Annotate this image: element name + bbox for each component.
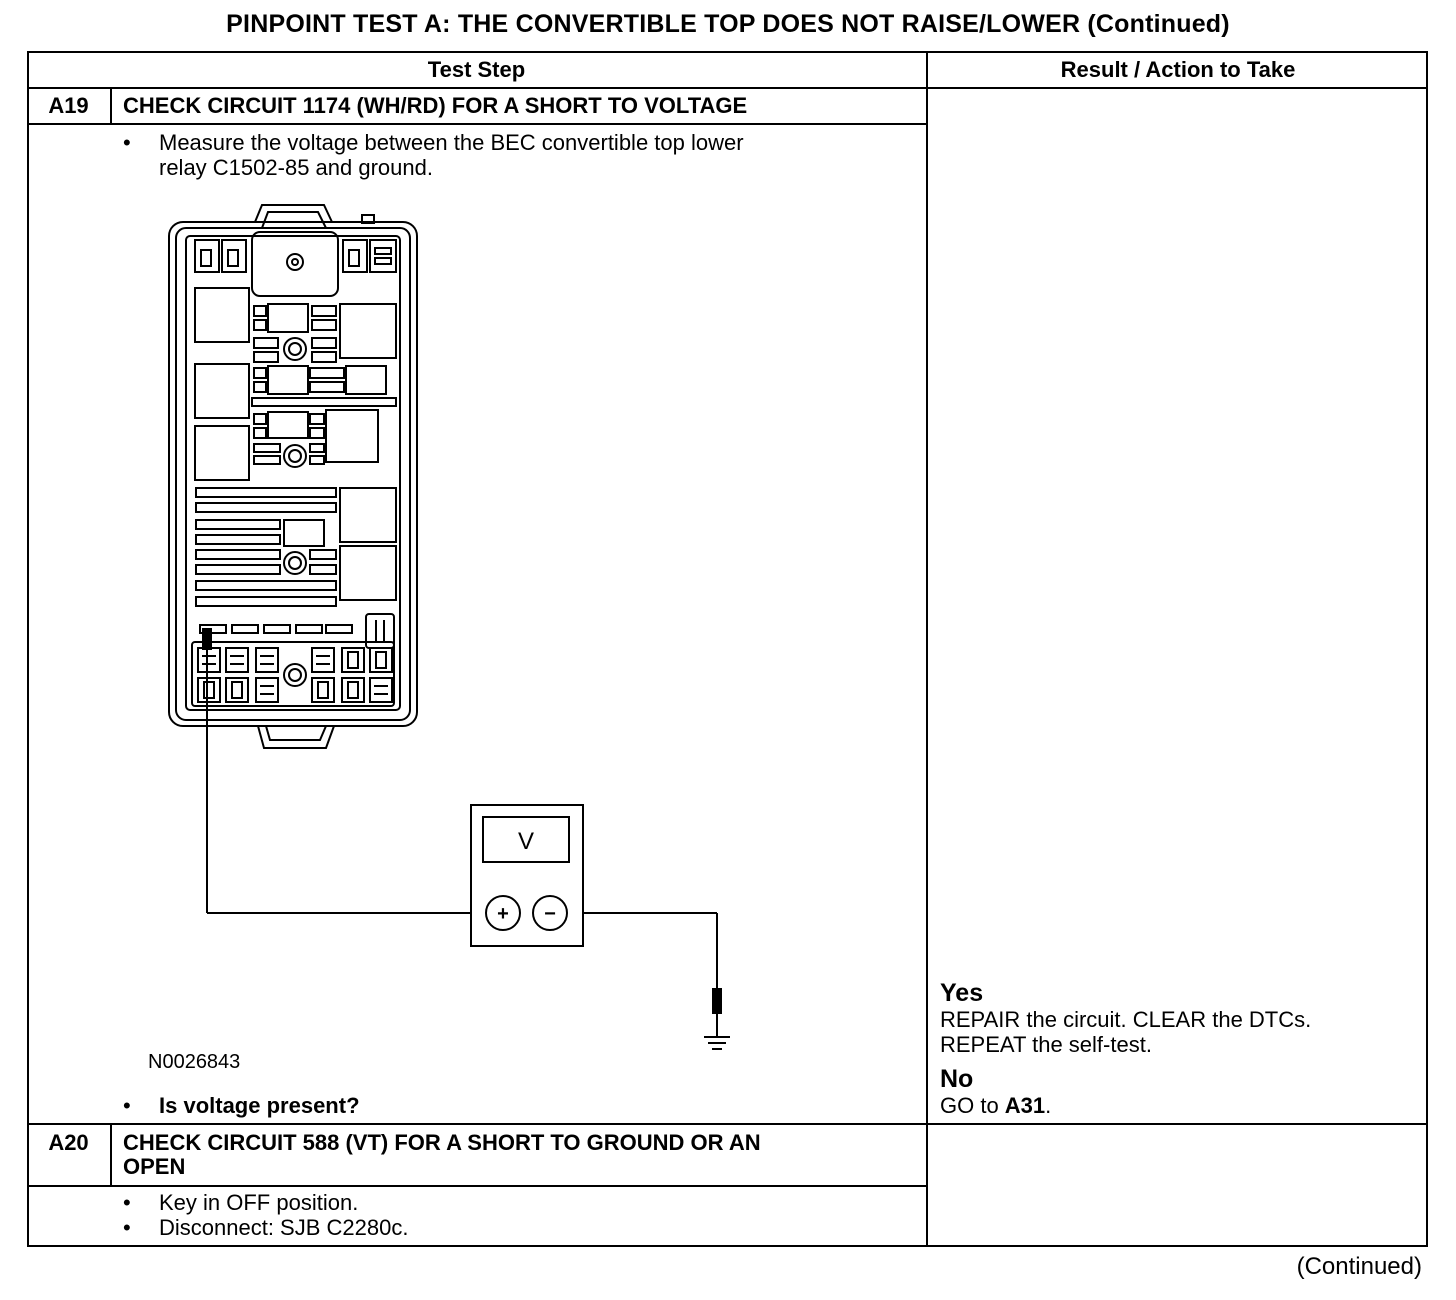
continued-note: (Continued) xyxy=(1296,1253,1422,1280)
header-result-action: Result / Action to Take xyxy=(1060,57,1296,82)
step-heading-a19: CHECK CIRCUIT 1174 (WH/RD) FOR A SHORT T… xyxy=(123,93,748,118)
step-heading-a20-line-1: CHECK CIRCUIT 588 (VT) FOR A SHORT TO GR… xyxy=(123,1130,761,1155)
result-no-prefix: GO to xyxy=(940,1093,1005,1118)
goto-a31-link[interactable]: A31 xyxy=(1004,1093,1046,1118)
result-no-label: No xyxy=(940,1065,974,1093)
voltmeter-icon xyxy=(470,804,584,947)
result-yes-line-2: REPEAT the self-test. xyxy=(940,1032,1152,1057)
a19-instruction: • Measure the voltage between the BEC co… xyxy=(123,130,903,180)
a20-instruction-1: • Key in OFF position. xyxy=(123,1190,903,1215)
a20-instruction-2: • Disconnect: SJB C2280c. xyxy=(123,1215,903,1240)
a20-id-divider xyxy=(110,1123,112,1186)
a19-id-divider xyxy=(110,87,112,124)
a20-top-rule xyxy=(27,1123,1428,1125)
a20-instruction-text-1: Key in OFF position. xyxy=(159,1190,359,1215)
result-yes-line-1: REPAIR the circuit. CLEAR the DTCs. xyxy=(940,1007,1312,1032)
test-table xyxy=(27,51,1428,1247)
step-heading-a20-line-2: OPEN xyxy=(123,1154,186,1179)
minus-terminal-label: − xyxy=(544,903,556,925)
bullet-marker: • xyxy=(123,130,131,155)
ground-symbol-icon xyxy=(704,1036,730,1050)
step-id-a20: A20 xyxy=(48,1130,89,1155)
a19-instruction-line-2: relay C1502-85 and ground. xyxy=(159,155,433,180)
voltmeter-leads xyxy=(202,628,722,1037)
result-no-action: GO to A31. xyxy=(940,1093,1051,1118)
a19-question: • Is voltage present? xyxy=(123,1093,903,1118)
plus-terminal-label: + xyxy=(497,903,509,925)
figure-id: N0026843 xyxy=(148,1051,240,1073)
header-rule xyxy=(27,87,1428,89)
header-test-step: Test Step xyxy=(427,57,526,82)
column-divider xyxy=(926,51,928,1247)
bullet-marker: • xyxy=(123,1190,131,1215)
page-title: PINPOINT TEST A: THE CONVERTIBLE TOP DOE… xyxy=(226,10,1230,38)
result-yes-label: Yes xyxy=(940,979,984,1007)
fuse-box-drawing xyxy=(168,204,418,749)
bullet-marker: • xyxy=(123,1215,131,1240)
a19-instruction-line-1: Measure the voltage between the BEC conv… xyxy=(159,130,744,155)
a19-heading-rule xyxy=(27,123,927,125)
bullet-marker: • xyxy=(123,1093,131,1118)
step-id-a19: A19 xyxy=(48,93,89,118)
a20-instruction-text-2: Disconnect: SJB C2280c. xyxy=(159,1215,409,1240)
a20-heading-rule xyxy=(27,1185,927,1187)
result-no-suffix: . xyxy=(1045,1093,1052,1118)
a19-question-text: Is voltage present? xyxy=(159,1093,360,1118)
voltmeter-label: V xyxy=(518,828,534,855)
